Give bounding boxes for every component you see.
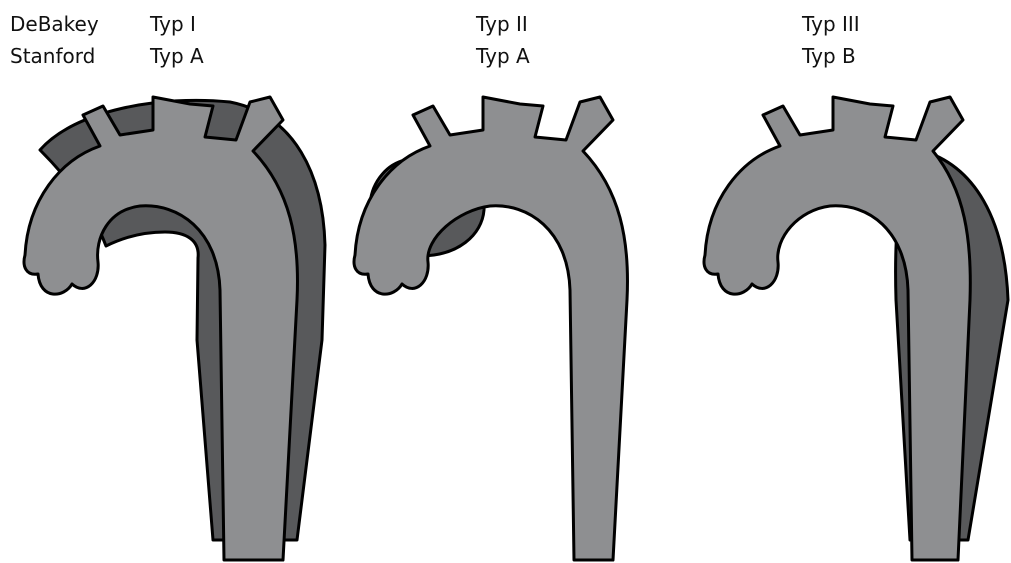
panel-2-aorta — [354, 97, 627, 560]
panel-1-aorta — [24, 97, 297, 560]
panel-3-aorta-diagram — [704, 97, 1008, 560]
panel-2-aorta-diagram — [354, 97, 627, 560]
panel-3-aorta — [704, 97, 970, 560]
panel-1-aorta-diagram — [24, 97, 325, 560]
